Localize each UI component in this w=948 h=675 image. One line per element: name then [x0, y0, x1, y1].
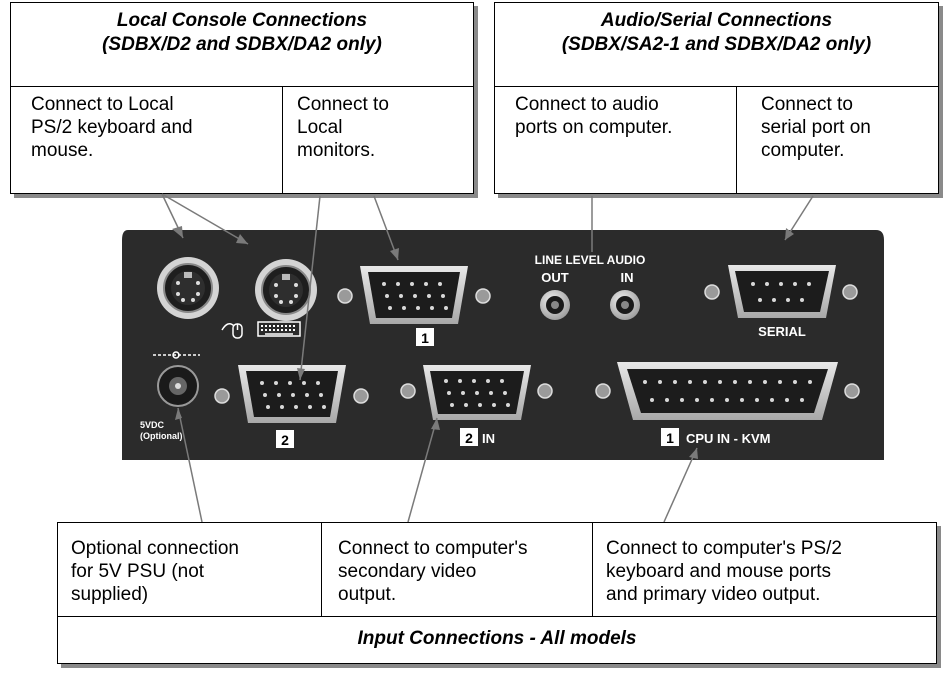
secondary-video-text: Connect to computer's secondary video ou…	[338, 538, 528, 605]
psu-label: 5VDC	[140, 420, 165, 430]
divider	[282, 86, 283, 193]
ps2-keyboard-port	[255, 259, 317, 321]
arrowhead	[175, 408, 182, 420]
input-connections-footer: Input Connections - All models	[357, 628, 637, 649]
screw	[537, 383, 553, 399]
screw	[337, 288, 353, 304]
screw	[842, 284, 858, 300]
cpu-in-kvm-label: CPU IN - KVM	[686, 431, 771, 446]
local-monitor-1-port	[360, 266, 468, 324]
leader-line	[161, 193, 249, 245]
audio-serial-title-2: (SDBX/SA2-1 and SDBX/DA2 only)	[561, 34, 872, 55]
polarity-icon	[153, 351, 200, 359]
port-number-badge: 1	[416, 328, 434, 346]
mouse-icon	[221, 323, 243, 339]
leader-line	[177, 407, 203, 523]
screw	[595, 383, 611, 399]
keyboard-mouse-text: Connect to Local PS/2 keyboard and mouse…	[31, 94, 193, 161]
audio-out-port	[540, 290, 570, 320]
device-rear-panel	[122, 230, 884, 460]
port-number-badge: 2	[276, 430, 294, 448]
local-console-box: Local Console Connections (SDBX/D2 and S…	[10, 2, 474, 194]
screw	[704, 284, 720, 300]
cpu-in-kvm-port	[617, 362, 838, 420]
screw	[475, 288, 491, 304]
power-jack	[157, 365, 199, 407]
arrowhead	[297, 368, 305, 380]
leader-line	[663, 447, 698, 523]
leader-line	[299, 195, 321, 381]
port-number-badge: 1	[661, 428, 679, 446]
screw	[844, 383, 860, 399]
secondary-in-label: IN	[482, 431, 495, 446]
screw	[400, 383, 416, 399]
primary-video-text: Connect to computer's PS/2 keyboard and …	[606, 538, 842, 605]
ps2-mouse-port	[157, 257, 219, 319]
port-number-badge: 2	[460, 428, 478, 446]
divider	[58, 616, 936, 617]
audio-in-label: IN	[621, 270, 634, 285]
input-connections-box: Optional connection for 5V PSU (not supp…	[57, 522, 937, 664]
arrowhead	[236, 234, 248, 244]
audio-in-port	[610, 290, 640, 320]
arrowhead	[431, 418, 440, 430]
psu-text: Optional connection for 5V PSU (not supp…	[71, 538, 239, 605]
local-monitor-2-port	[238, 365, 346, 423]
arrowhead	[689, 448, 698, 459]
screw	[353, 388, 369, 404]
divider	[321, 523, 322, 616]
svg-text:1: 1	[666, 430, 674, 446]
audio-out-label: OUT	[541, 270, 569, 285]
screw	[214, 388, 230, 404]
arrowhead	[390, 248, 399, 260]
serial-text: Connect to serial port on computer.	[761, 94, 871, 161]
arrowhead	[785, 228, 794, 240]
divider	[592, 523, 593, 616]
leader-line	[407, 417, 438, 523]
serial-port	[728, 265, 836, 318]
line-level-audio-label: LINE LEVEL AUDIO	[535, 253, 646, 267]
local-console-title-1: Local Console Connections	[116, 10, 368, 31]
audio-serial-box: Audio/Serial Connections (SDBX/SA2-1 and…	[494, 2, 939, 194]
divider	[495, 86, 938, 87]
keyboard-icon	[257, 321, 301, 337]
audio-serial-title-1: Audio/Serial Connections	[600, 10, 833, 31]
leader-line	[373, 195, 399, 261]
svg-text:1: 1	[421, 330, 429, 346]
serial-label: SERIAL	[758, 324, 806, 339]
divider	[736, 86, 737, 193]
svg-text:2: 2	[465, 430, 473, 446]
local-console-title-2: (SDBX/D2 and SDBX/DA2 only)	[102, 34, 382, 55]
secondary-video-in-port	[423, 365, 531, 420]
divider	[11, 86, 473, 87]
audio-text: Connect to audio ports on computer.	[515, 94, 673, 138]
svg-text:2: 2	[281, 432, 289, 448]
monitors-text: Connect to Local monitors.	[297, 94, 389, 161]
arrowhead	[172, 226, 183, 238]
psu-label-optional: (Optional)	[140, 431, 183, 441]
